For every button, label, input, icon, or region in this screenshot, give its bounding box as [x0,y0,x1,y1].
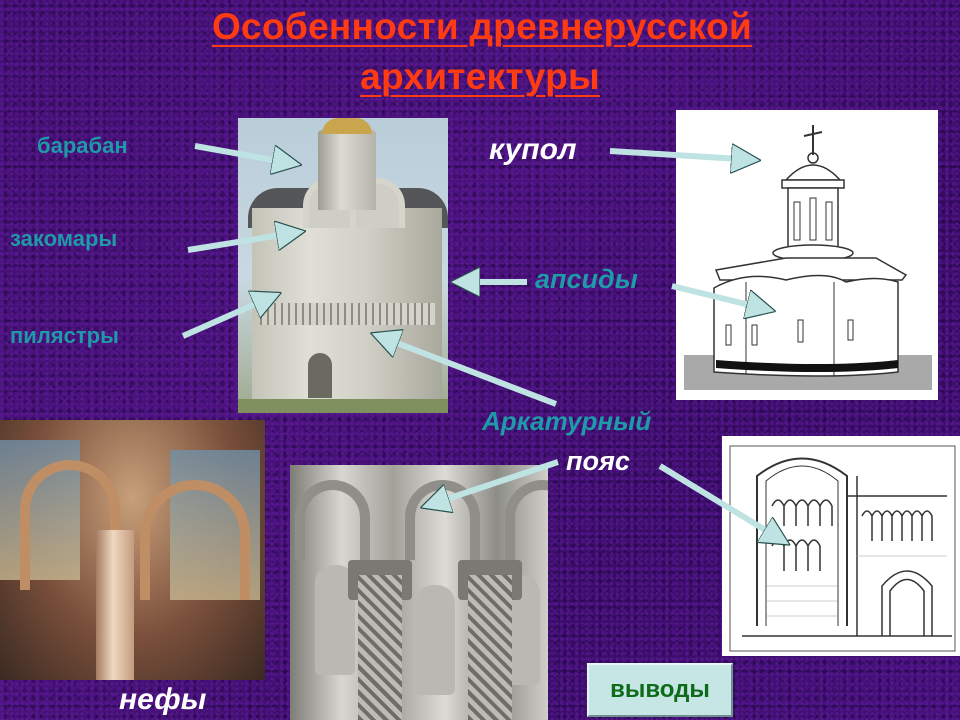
slide-title-line-2: архитектуры [360,56,600,97]
label-poyas: пояс [566,446,630,476]
label-apsidy: апсиды [535,264,638,294]
naves-interior-photo [0,420,265,680]
label-zakomary: закомары [10,226,118,251]
label-baraban: барабан [37,133,128,158]
label-arkaturny: Аркатурный [482,406,652,436]
arcade-belt-drawing [722,436,960,656]
slide-title-line-1: Особенности древнерусской [211,6,753,47]
label-nefy: нефы [119,683,207,716]
stone-carving-photo [290,465,548,720]
conclusions-button[interactable]: выводы [587,663,733,717]
church-drawing [676,110,938,400]
label-kupol: купол [489,133,577,166]
church-photo [238,118,448,413]
label-pilastry: пилястры [10,323,119,348]
